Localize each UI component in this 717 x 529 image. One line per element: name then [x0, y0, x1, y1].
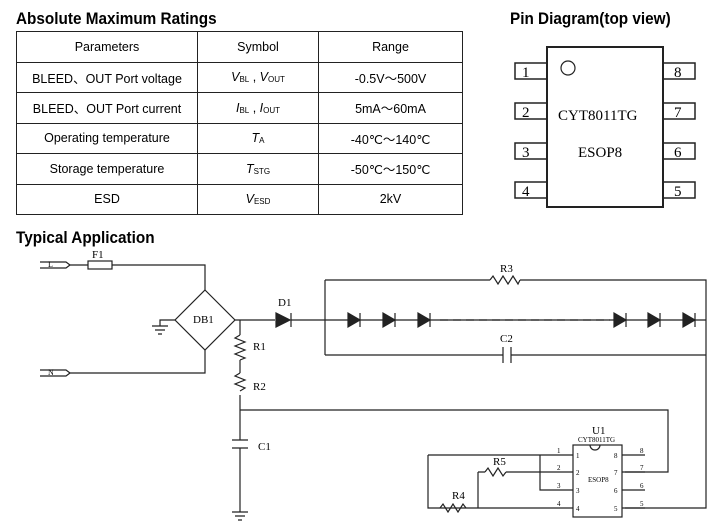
svg-text:7: 7 — [614, 469, 618, 477]
label-C2: C2 — [500, 333, 513, 345]
schematic: L N F1 DB1 D1 R1 R2 C1 R3 C2 U1 CYT8011T… — [40, 249, 707, 521]
pin-1: 1 — [522, 65, 530, 81]
svg-text:6: 6 — [640, 482, 644, 490]
param: BLEED、OUT Port current — [16, 92, 198, 124]
svg-text:4: 4 — [557, 500, 561, 508]
label-R3: R3 — [500, 263, 513, 275]
label-F1: F1 — [92, 249, 104, 261]
application-title: Typical Application — [16, 228, 155, 247]
svg-text:1: 1 — [557, 447, 561, 455]
pin-2: 2 — [522, 105, 530, 121]
svg-text:8: 8 — [614, 452, 618, 460]
label-package: ESOP8 — [588, 476, 609, 484]
svg-text:5: 5 — [640, 500, 644, 508]
range: -50℃～150℃ — [318, 153, 463, 185]
svg-text:1: 1 — [576, 452, 580, 460]
label-C1: C1 — [258, 441, 271, 453]
pin-6: 6 — [674, 145, 682, 161]
label-chip: CYT8011TG — [578, 436, 615, 444]
pin-diagram-title: Pin Diagram(top view) — [510, 9, 671, 28]
header-parameters: Parameters — [16, 31, 198, 63]
symbol: VBL , VOUT — [197, 61, 319, 93]
label-R1: R1 — [253, 341, 266, 353]
symbol: VESD — [197, 183, 319, 215]
svg-text:3: 3 — [576, 487, 580, 495]
header-range: Range — [318, 31, 463, 63]
range: 2kV — [318, 183, 463, 215]
label-U1: U1 — [592, 425, 605, 437]
svg-text:3: 3 — [557, 482, 561, 490]
label-N: N — [48, 368, 54, 377]
header-symbol: Symbol — [197, 31, 319, 63]
range: -40℃～140℃ — [318, 122, 463, 154]
symbol: TA — [197, 122, 319, 154]
svg-text:6: 6 — [614, 487, 618, 495]
ratings-title: Absolute Maximum Ratings — [16, 9, 217, 28]
svg-text:5: 5 — [614, 505, 618, 513]
label-R2: R2 — [253, 381, 266, 393]
param: ESD — [16, 183, 198, 215]
pin-4: 4 — [522, 184, 530, 200]
svg-text:2: 2 — [576, 469, 580, 477]
svg-text:8: 8 — [640, 447, 644, 455]
pin-diagram-chip: 1 2 3 4 8 7 6 5 CYT8011TG ESOP8 — [514, 46, 696, 208]
label-R5: R5 — [493, 456, 506, 468]
package: ESOP8 — [578, 145, 622, 161]
label-L: L — [48, 260, 53, 269]
pin-7: 7 — [674, 105, 682, 121]
pin-3: 3 — [522, 145, 530, 161]
range: -0.5V～500V — [318, 61, 463, 93]
range: 5mA～60mA — [318, 92, 463, 124]
svg-text:2: 2 — [557, 464, 561, 472]
pin-5: 5 — [674, 184, 682, 200]
pin-8: 8 — [674, 65, 682, 81]
svg-text:4: 4 — [576, 505, 580, 513]
param: Storage temperature — [16, 153, 198, 185]
symbol: TSTG — [197, 153, 319, 185]
label-R4: R4 — [452, 490, 465, 502]
part-number: CYT8011TG — [558, 108, 638, 124]
label-D1: D1 — [278, 297, 291, 309]
param: BLEED、OUT Port voltage — [16, 61, 198, 93]
symbol: IBL , IOUT — [197, 92, 319, 124]
svg-text:7: 7 — [640, 464, 644, 472]
param: Operating temperature — [16, 122, 198, 154]
label-DB1: DB1 — [193, 314, 214, 326]
